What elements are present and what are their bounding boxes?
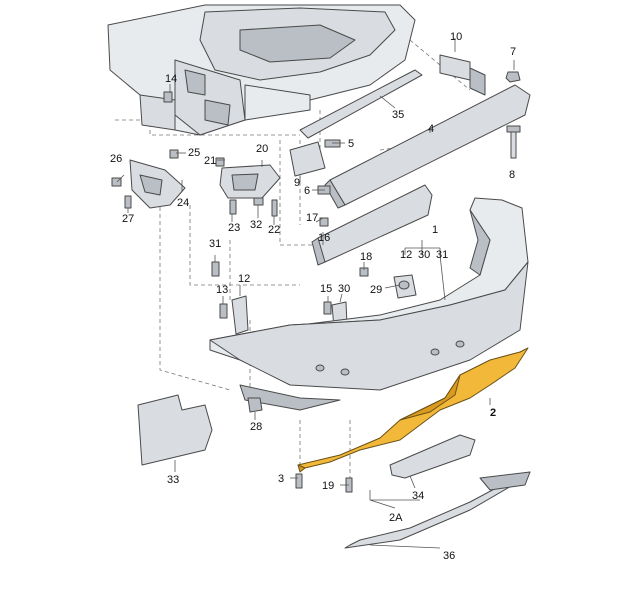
- leader-lines: [116, 84, 491, 549]
- callout-7: 7: [510, 46, 516, 58]
- callout-30: 30: [418, 249, 430, 261]
- callout-31: 31: [436, 249, 448, 261]
- part-35-trim-strip: [299, 69, 423, 139]
- callout-29: 29: [370, 284, 382, 296]
- callout-22: 22: [268, 224, 280, 236]
- callout-4: 4: [428, 123, 434, 135]
- callout-2a: 2A: [389, 512, 403, 524]
- car-body-rear: [107, 4, 416, 136]
- callout-20: 20: [256, 143, 268, 155]
- part-29-parking-sensor: [393, 274, 417, 299]
- callout-15: 15: [320, 283, 332, 295]
- part-34-cover-panel: [389, 434, 476, 479]
- callout-6: 6: [304, 185, 310, 197]
- callout-3: 3: [278, 473, 284, 485]
- callout-8: 8: [509, 169, 515, 181]
- part-2-diffuser: [297, 347, 529, 473]
- callout-5: 5: [348, 138, 354, 150]
- callout-30-left: 30: [338, 283, 350, 295]
- callout-25: 25: [188, 147, 200, 159]
- callout-31-left: 31: [209, 238, 221, 250]
- callout-26: 26: [110, 153, 122, 165]
- callout-33: 33: [167, 474, 179, 486]
- part-33-mud-flap: [137, 394, 213, 466]
- part-20-guide: [219, 164, 281, 199]
- part-8-bolt: [506, 125, 521, 159]
- part-16-lower-beam: [311, 184, 433, 266]
- callout-labels: 10 7 14 35 4 5 8 20 25 26 21 9 6 24 27 2…: [110, 31, 516, 562]
- callout-17: 17: [306, 212, 318, 224]
- callout-12-left: 12: [238, 273, 250, 285]
- part-7-nut: [505, 60, 521, 83]
- callout-34: 34: [412, 490, 424, 502]
- part-1-bumper-cover: [209, 197, 529, 411]
- callout-2: 2: [490, 407, 496, 419]
- callout-23: 23: [228, 222, 240, 234]
- callout-10: 10: [450, 31, 462, 43]
- callout-27: 27: [122, 213, 134, 225]
- callout-9: 9: [294, 177, 300, 189]
- reference-lines: [115, 39, 471, 478]
- fasteners: [111, 91, 369, 493]
- part-12-mount-bracket: [231, 295, 249, 335]
- callout-28: 28: [250, 421, 262, 433]
- callout-21: 21: [204, 155, 216, 167]
- callout-36: 36: [443, 550, 455, 562]
- part-10-damper: [439, 38, 486, 96]
- callout-35: 35: [392, 109, 404, 121]
- part-36-lower-trim: [344, 471, 531, 549]
- callout-12: 12: [400, 249, 412, 261]
- part-28-clip: [247, 397, 263, 413]
- callout-32: 32: [250, 219, 262, 231]
- callout-13: 13: [216, 284, 228, 296]
- callout-24: 24: [177, 197, 189, 209]
- callout-19: 19: [322, 480, 334, 492]
- callout-18: 18: [360, 251, 372, 263]
- callout-16: 16: [318, 232, 330, 244]
- callout-14: 14: [165, 73, 177, 85]
- callout-1: 1: [432, 224, 438, 236]
- part-24-side-bracket: [129, 159, 186, 209]
